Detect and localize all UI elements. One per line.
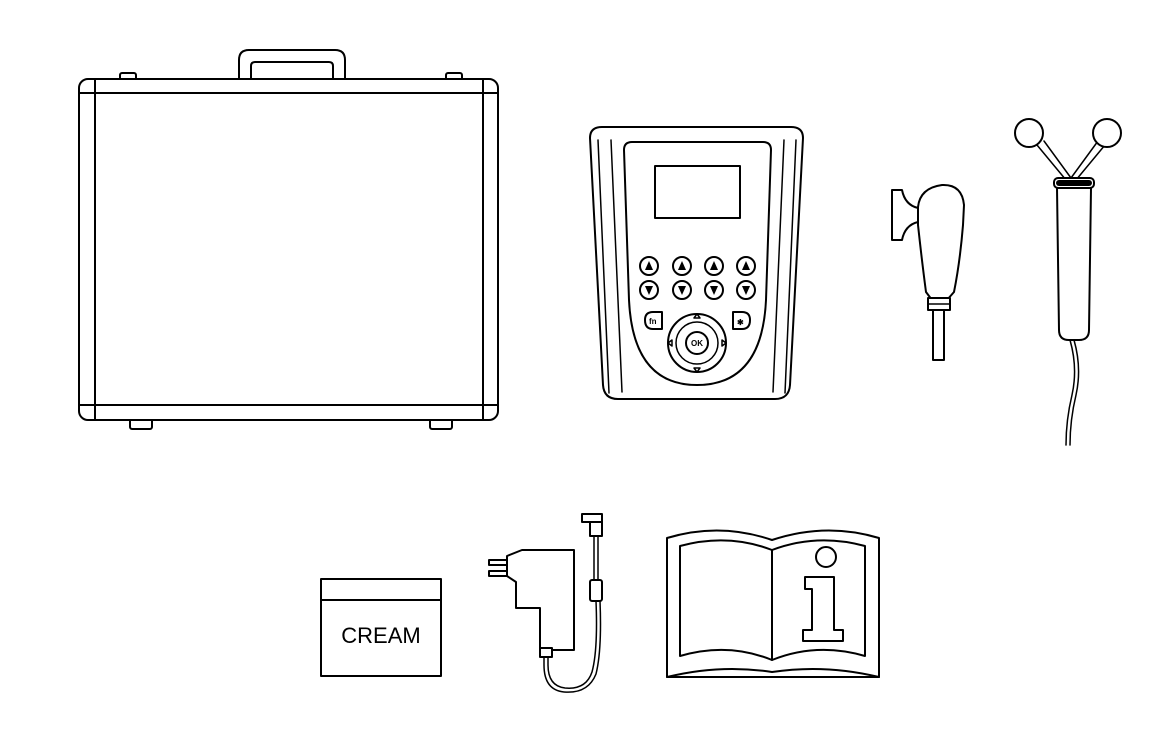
probe-cable xyxy=(932,309,945,361)
probe-body xyxy=(917,183,965,301)
adapter-cable-boot xyxy=(539,647,553,658)
up-arrow-icon xyxy=(710,261,718,270)
handpiece-cable xyxy=(1065,339,1076,446)
cream-jar-icon: CREAM xyxy=(320,578,442,677)
ok-button[interactable]: OK xyxy=(685,331,709,355)
nav-down-icon xyxy=(693,367,701,373)
info-icon xyxy=(802,546,844,642)
up-arrow-icon xyxy=(645,261,653,270)
electrode-handpiece-icon xyxy=(1014,118,1122,446)
device-display xyxy=(654,165,741,219)
up-arrow-icon xyxy=(678,261,686,270)
up-arrow-icon xyxy=(742,261,750,270)
ferrite-bead xyxy=(589,579,603,602)
case-body xyxy=(78,78,499,421)
control-unit-icon: fn ✱ OK xyxy=(589,126,804,400)
nav-right-icon xyxy=(721,339,727,347)
manual-right-page xyxy=(771,539,866,661)
case-panel xyxy=(94,78,484,421)
electrode-ball-right xyxy=(1092,118,1122,148)
key-row-up xyxy=(639,256,756,276)
star-key[interactable]: ✱ xyxy=(732,311,751,330)
down-arrow-icon xyxy=(645,286,653,295)
case-handle xyxy=(238,49,346,81)
electrode-ball-left xyxy=(1014,118,1044,148)
dc-plug-tip xyxy=(581,513,603,523)
cream-jar-body xyxy=(320,578,442,677)
plug-prong-top xyxy=(488,559,508,566)
adapter-body xyxy=(506,549,575,651)
svg-text:fn: fn xyxy=(649,317,657,326)
nav-up-icon xyxy=(693,313,701,319)
dc-plug-body xyxy=(589,521,603,537)
down-arrow-icon xyxy=(710,286,718,295)
fn-key[interactable]: fn xyxy=(644,311,663,330)
svg-text:OK: OK xyxy=(691,339,703,348)
cream-label: CREAM xyxy=(341,623,420,648)
power-adapter-icon xyxy=(488,513,603,693)
probe-head xyxy=(891,189,919,241)
information-manual-icon xyxy=(666,529,880,678)
svg-text:✱: ✱ xyxy=(737,318,744,327)
handpiece-body xyxy=(1056,187,1092,341)
ultrasound-probe-icon xyxy=(891,183,965,361)
key-row-down xyxy=(639,280,756,300)
plug-prong-bottom xyxy=(488,570,508,577)
carrying-case-icon xyxy=(78,49,499,430)
down-arrow-icon xyxy=(678,286,686,295)
down-arrow-icon xyxy=(742,286,750,295)
nav-left-icon xyxy=(667,339,673,347)
